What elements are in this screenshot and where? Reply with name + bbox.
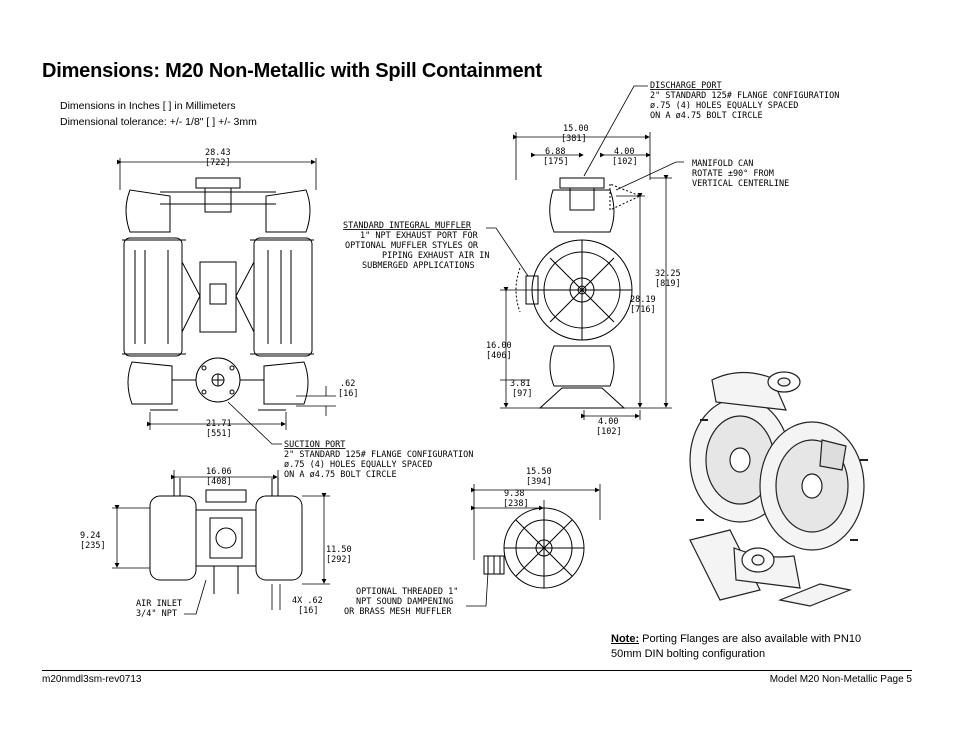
side-view (515, 177, 642, 409)
dim-side-h3-mm: [406] (486, 351, 512, 361)
dim-bottom-width2: 9.38 (504, 489, 524, 499)
callout-suction-1: 2" STANDARD 125# FLANGE CONFIGURATION (284, 450, 473, 460)
callout-discharge-1: 2" STANDARD 125# FLANGE CONFIGURATION (650, 91, 839, 101)
note-label: Note: (611, 633, 640, 645)
footer-divider (42, 670, 912, 671)
porting-note: Note: Porting Flanges are also available… (611, 632, 861, 662)
callout-muffler-4: SUBMERGED APPLICATIONS (362, 261, 475, 271)
dim-side-h2: 28.19 (630, 295, 656, 305)
units-note: Dimensions in Inches [ ] in Millimeters (60, 100, 236, 112)
callout-manifold-2: VERTICAL CENTERLINE (692, 179, 789, 189)
callout-air-inlet-0: AIR INLET (136, 599, 182, 609)
dim-front-offset: .62 (340, 379, 355, 389)
footer-doc-id: m20nmdl3sm-rev0713 (42, 674, 142, 685)
dim-front-width-mm: [722] (205, 158, 231, 168)
callout-air-inlet-1: 3/4" NPT (136, 609, 177, 619)
dim-side-total: 15.00 (563, 124, 589, 134)
callout-suction-0: SUCTION PORT (284, 440, 345, 450)
front-view (122, 177, 314, 411)
callout-muffler-1: 1" NPT EXHAUST PORT FOR (360, 231, 479, 241)
bottom-view (483, 507, 585, 589)
dim-top-depth: 11.50 (326, 545, 352, 555)
dim-side-h4: 3.81 (510, 379, 530, 389)
dim-top-width: 16.06 (206, 467, 232, 477)
pump-isometric-illustration (689, 371, 868, 607)
dim-top-width-mm: [408] (206, 477, 232, 487)
dim-bottom-width: 15.50 (526, 467, 552, 477)
dim-bottom-width2-mm: [238] (503, 499, 529, 509)
callout-discharge-0: DISCHARGE PORT (650, 81, 722, 91)
dim-side-h3: 16.00 (486, 341, 512, 351)
callout-muffler-2: OPTIONAL MUFFLER STYLES OR (345, 241, 479, 251)
footer-page-label: Model M20 Non-Metallic Page 5 (769, 674, 912, 685)
dim-side-total-mm: [381] (561, 134, 587, 144)
callout-suction-2: ø.75 (4) HOLES EQUALLY SPACED (284, 460, 432, 470)
dim-top-depth-mm: [292] (326, 555, 352, 565)
dim-front-base: 21.71 (206, 419, 232, 429)
dim-side-b-mm: [102] (612, 157, 638, 167)
callout-threaded-1: NPT SOUND DAMPENING (356, 597, 453, 607)
tolerance-note: Dimensional tolerance: +/- 1/8" [ ] +/- … (60, 116, 257, 128)
dim-side-h1-mm: [819] (655, 279, 681, 289)
callout-threaded-2: OR BRASS MESH MUFFLER (344, 607, 452, 617)
dim-side-a: 6.88 (545, 147, 565, 157)
top-view (149, 478, 303, 594)
dim-side-base-mm: [102] (596, 427, 622, 437)
note-text-2: 50mm DIN bolting configuration (611, 648, 766, 660)
callout-suction-3: ON A ø4.75 BOLT CIRCLE (284, 470, 397, 480)
note-text-1: Porting Flanges are also available with … (642, 633, 862, 645)
callout-discharge-3: ON A ø4.75 BOLT CIRCLE (650, 111, 763, 121)
dim-front-base-mm: [551] (206, 429, 232, 439)
dim-side-a-mm: [175] (543, 157, 569, 167)
dim-side-base: 4.00 (598, 417, 618, 427)
dim-top-height-mm: [235] (80, 541, 106, 551)
callout-manifold-1: ROTATE ±90° FROM (692, 169, 774, 179)
dim-front-offset-mm: [16] (338, 389, 358, 399)
dim-side-b: 4.00 (614, 147, 634, 157)
callout-threaded-0: OPTIONAL THREADED 1" (356, 587, 458, 597)
callout-muffler-0: STANDARD INTEGRAL MUFFLER (343, 221, 472, 231)
page-title: Dimensions: M20 Non-Metallic with Spill … (42, 60, 542, 82)
dim-side-h2-mm: [716] (630, 305, 656, 315)
dim-side-h4-mm: [97] (512, 389, 532, 399)
dim-front-width: 28.43 (205, 148, 231, 158)
dim-top-height: 9.24 (80, 531, 100, 541)
callout-discharge-2: ø.75 (4) HOLES EQUALLY SPACED (650, 101, 798, 111)
dim-bottom-width-mm: [394] (526, 477, 552, 487)
callout-manifold-0: MANIFOLD CAN (692, 159, 753, 169)
dim-top-holes: 4X .62 (292, 596, 323, 606)
dim-side-h1: 32.25 (655, 269, 681, 279)
dim-top-holes-mm: [16] (298, 606, 318, 616)
callout-muffler-3: PIPING EXHAUST AIR IN (382, 251, 489, 261)
